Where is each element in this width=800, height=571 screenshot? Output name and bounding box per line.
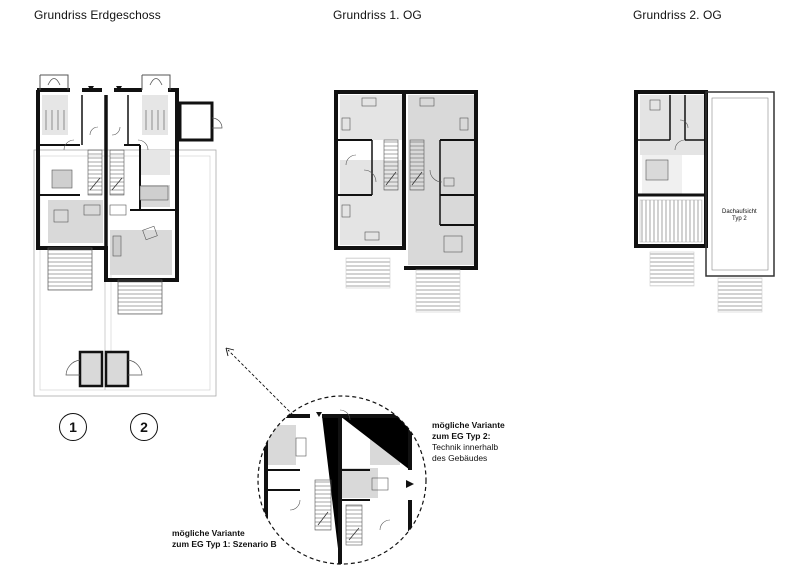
terrace-2 — [117, 279, 163, 315]
variant-typ2-line4: des Gebäudes — [432, 453, 488, 463]
variant-typ2-line1: mögliche Variante — [432, 420, 505, 430]
variant-typ2-line3: Technik innerhalb — [432, 442, 499, 452]
stair-2 — [109, 149, 125, 196]
variant-typ1-line2: zum EG Typ 1: Szenario B — [172, 539, 277, 549]
title-first-floor: Grundriss 1. OG — [333, 8, 422, 22]
stair-1 — [87, 149, 103, 196]
plan-second-floor — [634, 90, 775, 313]
roof-label: Dachaufsicht Typ 2 — [722, 209, 757, 223]
living-room-1 — [48, 200, 103, 243]
site-outline — [33, 149, 217, 397]
variant-typ1-label: mögliche Variante zum EG Typ 1: Szenario… — [172, 528, 277, 550]
title-ground-floor: Grundriss Erdgeschoss — [34, 8, 161, 22]
plan-first-floor — [334, 90, 478, 313]
variant-typ1-line1: mögliche Variante — [172, 528, 245, 538]
roof-plan — [705, 91, 775, 277]
variant-typ2-label: mögliche Variante zum EG Typ 2: Technik … — [432, 420, 505, 464]
terrace-1 — [47, 247, 93, 291]
plan-ground-floor — [33, 74, 223, 397]
unit-number-2: 2 — [130, 413, 158, 441]
variant-detail-circle — [225, 347, 427, 565]
roof-label-line1: Dachaufsicht — [722, 209, 757, 215]
unit-number-1: 1 — [59, 413, 87, 441]
variant-typ2-line2: zum EG Typ 2: — [432, 431, 491, 441]
roof-label-line2: Typ 2 — [732, 216, 747, 222]
title-second-floor: Grundriss 2. OG — [633, 8, 722, 22]
